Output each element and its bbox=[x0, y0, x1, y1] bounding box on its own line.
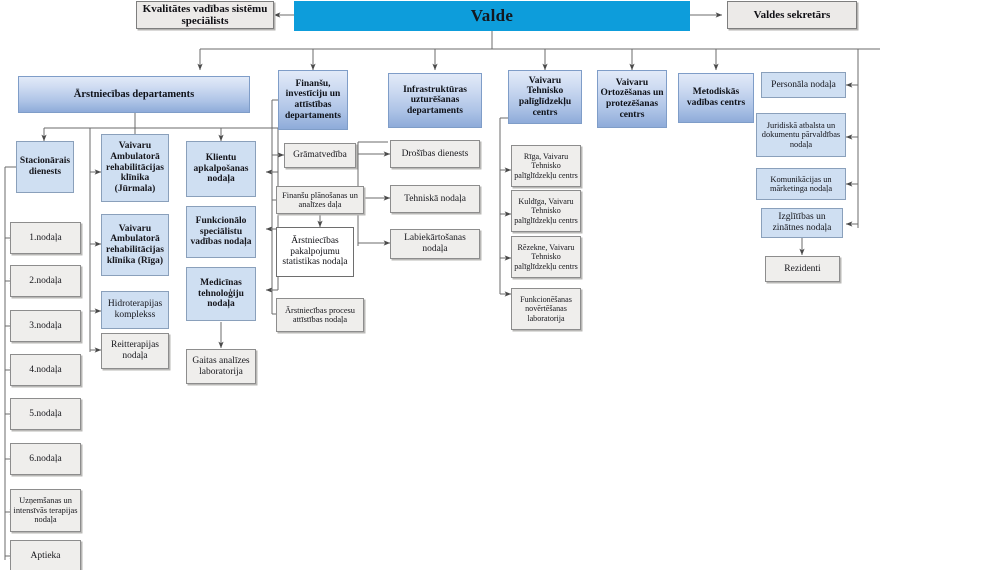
node-infrastrukturas-departaments[interactable]: Infrastruktūras uzturēšanas departaments bbox=[388, 73, 482, 128]
node-medicinas-tehnologiju-nodala[interactable]: Medicīnas tehnoloģiju nodaļa bbox=[186, 267, 256, 321]
node-funkcionesanas-novertesanas-laboratorija[interactable]: Funkcionēšanas novērtēšanas laboratorija bbox=[511, 288, 581, 330]
node-izglitibas-zinatnes-nodala[interactable]: Izglītības un zinātnes nodaļa bbox=[761, 208, 843, 238]
node-kvalitates-vadibas-specialists[interactable]: Kvalitātes vadības sistēmu speciālists bbox=[136, 1, 274, 29]
node-nodala-1[interactable]: 1.nodaļa bbox=[10, 222, 81, 254]
node-arstniecibas-procesu-attistibas-nodala[interactable]: Ārstniecības procesu attīstības nodaļa bbox=[276, 298, 364, 332]
node-nodala-4[interactable]: 4.nodaļa bbox=[10, 354, 81, 386]
node-label: Ārstniecības procesu attīstības nodaļa bbox=[284, 305, 355, 324]
node-label: Personāla nodaļa bbox=[771, 79, 836, 90]
node-uznemsanas-intensivas-terapijas-nodala[interactable]: Uzņemšanas un intensīvās terapijas nodaļ… bbox=[10, 489, 81, 532]
node-label: 4.nodaļa bbox=[29, 364, 62, 375]
node-klientu-apkalposanas-nodala[interactable]: Klientu apkalpošanas nodaļa bbox=[186, 141, 256, 197]
node-nodala-3[interactable]: 3.nodaļa bbox=[10, 310, 81, 342]
node-label: 2.nodaļa bbox=[29, 275, 62, 286]
node-label: Klientu apkalpošanas nodaļa bbox=[193, 153, 249, 185]
node-label: Valde bbox=[470, 6, 514, 26]
node-label: Ārstniecības departaments bbox=[73, 88, 195, 100]
node-label: Funkcionēšanas novērtēšanas laboratorija bbox=[520, 295, 572, 323]
node-valdes-sekretars[interactable]: Valdes sekretārs bbox=[727, 1, 857, 29]
node-vaivaru-ortozesanas-centrs[interactable]: Vaivaru Ortozēšanas un protezēšanas cent… bbox=[597, 70, 667, 128]
node-label: Drošības dienests bbox=[401, 148, 469, 159]
node-label: Vaivaru Ambulatorā rehabilitācijas klīni… bbox=[106, 223, 164, 266]
node-stacionarais-dienests[interactable]: Stacionārais dienests bbox=[16, 141, 74, 193]
node-vtpc-rezekne[interactable]: Rēzekne, Vaivaru Tehnisko palīglīdzekļu … bbox=[511, 236, 581, 278]
node-label: Funkcionālo speciālistu vadības nodaļa bbox=[190, 216, 252, 248]
node-drosibas-dienests[interactable]: Drošības dienests bbox=[390, 140, 480, 168]
node-label: Tehniskā nodaļa bbox=[404, 193, 466, 204]
node-label: Metodiskās vadības centrs bbox=[686, 87, 746, 108]
node-vaivaru-tehnisko-palidzeklu-centrs[interactable]: Vaivaru Tehnisko palīglīdzekļu centrs bbox=[508, 70, 582, 124]
node-reitterapijas-nodala[interactable]: Reitterapijas nodaļa bbox=[101, 333, 169, 369]
node-label: Grāmatvedība bbox=[293, 150, 347, 161]
node-label: Rēzekne, Vaivaru Tehnisko palīglīdzekļu … bbox=[514, 243, 578, 271]
node-arstniecibas-pakalpojumu-statistikas-nodala[interactable]: Ārstniecības pakalpojumu statistikas nod… bbox=[276, 227, 354, 277]
node-labiekartosanas-nodala[interactable]: Labiekārtošanas nodaļa bbox=[390, 229, 480, 259]
node-nodala-6[interactable]: 6.nodaļa bbox=[10, 443, 81, 475]
node-label: Gaitas analīzes laboratorija bbox=[192, 355, 250, 377]
node-label: Rīga, Vaivaru Tehnisko palīglīdzekļu cen… bbox=[514, 152, 578, 180]
node-label: Vaivaru Ambulatorā rehabilitācijas klīni… bbox=[106, 141, 164, 194]
node-label: Valdes sekretārs bbox=[753, 8, 831, 21]
node-arstniecibas-departaments[interactable]: Ārstniecības departaments bbox=[18, 76, 250, 113]
node-label: Uzņemšanas un intensīvās terapijas nodaļ… bbox=[13, 496, 78, 525]
node-tehniska-nodala[interactable]: Tehniskā nodaļa bbox=[390, 185, 480, 213]
node-finansu-departaments[interactable]: Finanšu, investīciju un attīstības depar… bbox=[278, 70, 348, 130]
node-nodala-2[interactable]: 2.nodaļa bbox=[10, 265, 81, 297]
node-valde[interactable]: Valde bbox=[294, 1, 690, 31]
node-vark-riga[interactable]: Vaivaru Ambulatorā rehabilitācijas klīni… bbox=[101, 214, 169, 276]
node-label: Kuldīga, Vaivaru Tehnisko palīglīdzekļu … bbox=[514, 197, 578, 225]
node-label: Labiekārtošanas nodaļa bbox=[404, 233, 466, 254]
node-label: Medicīnas tehnoloģiju nodaļa bbox=[198, 278, 244, 310]
node-label: 5.nodaļa bbox=[29, 408, 62, 419]
node-label: Hidroterapijas komplekss bbox=[107, 299, 163, 320]
node-label: 1.nodaļa bbox=[29, 232, 62, 243]
node-label: Komunikācijas un mārketinga nodaļa bbox=[769, 174, 833, 193]
node-label: Finanšu, investīciju un attīstības depar… bbox=[285, 78, 341, 121]
node-label: 6.nodaļa bbox=[29, 453, 62, 464]
node-label: Stacionārais dienests bbox=[19, 156, 71, 177]
node-gramatvediba[interactable]: Grāmatvedība bbox=[284, 143, 356, 168]
node-label: 3.nodaļa bbox=[29, 320, 62, 331]
node-label: Juridiskā atbalsta un dokumentu pārvaldī… bbox=[761, 120, 841, 149]
node-vtpc-riga[interactable]: Rīga, Vaivaru Tehnisko palīglīdzekļu cen… bbox=[511, 145, 581, 187]
node-vark-jurmala[interactable]: Vaivaru Ambulatorā rehabilitācijas klīni… bbox=[101, 134, 169, 202]
node-label: Vaivaru Tehnisko palīglīdzekļu centrs bbox=[518, 75, 572, 118]
node-gaitas-analizes-laboratorija[interactable]: Gaitas analīzes laboratorija bbox=[186, 349, 256, 384]
node-label: Ārstniecības pakalpojumu statistikas nod… bbox=[282, 236, 348, 268]
node-label: Reitterapijas nodaļa bbox=[110, 340, 159, 361]
node-komunikacijas-marketinga-nodala[interactable]: Komunikācijas un mārketinga nodaļa bbox=[756, 168, 846, 200]
node-hidroterapijas-komplekss[interactable]: Hidroterapijas komplekss bbox=[101, 291, 169, 329]
node-personala-nodala[interactable]: Personāla nodaļa bbox=[761, 72, 846, 98]
node-rezidenti[interactable]: Rezidenti bbox=[765, 256, 840, 282]
node-label: Vaivaru Ortozēšanas un protezēšanas cent… bbox=[600, 77, 664, 120]
node-finansu-planosanas-analizes-dala[interactable]: Finanšu plānošanas un analīzes daļa bbox=[276, 186, 364, 214]
node-vtpc-kuldiga[interactable]: Kuldīga, Vaivaru Tehnisko palīglīdzekļu … bbox=[511, 190, 581, 232]
node-funkcionalo-specialistu-vadibas-nodala[interactable]: Funkcionālo speciālistu vadības nodaļa bbox=[186, 206, 256, 258]
node-aptieka[interactable]: Aptieka bbox=[10, 540, 81, 570]
node-label: Rezidenti bbox=[784, 263, 821, 274]
node-metodiskas-vadibas-centrs[interactable]: Metodiskās vadības centrs bbox=[678, 73, 754, 123]
node-juridiska-atbalsta-nodala[interactable]: Juridiskā atbalsta un dokumentu pārvaldī… bbox=[756, 113, 846, 157]
node-label: Finanšu plānošanas un analīzes daļa bbox=[282, 190, 358, 209]
node-label: Infrastruktūras uzturēšanas departaments bbox=[403, 84, 467, 116]
node-label: Aptieka bbox=[30, 550, 61, 561]
node-label: Kvalitātes vadības sistēmu speciālists bbox=[142, 2, 268, 27]
node-nodala-5[interactable]: 5.nodaļa bbox=[10, 398, 81, 430]
node-label: Izglītības un zinātnes nodaļa bbox=[772, 212, 832, 233]
